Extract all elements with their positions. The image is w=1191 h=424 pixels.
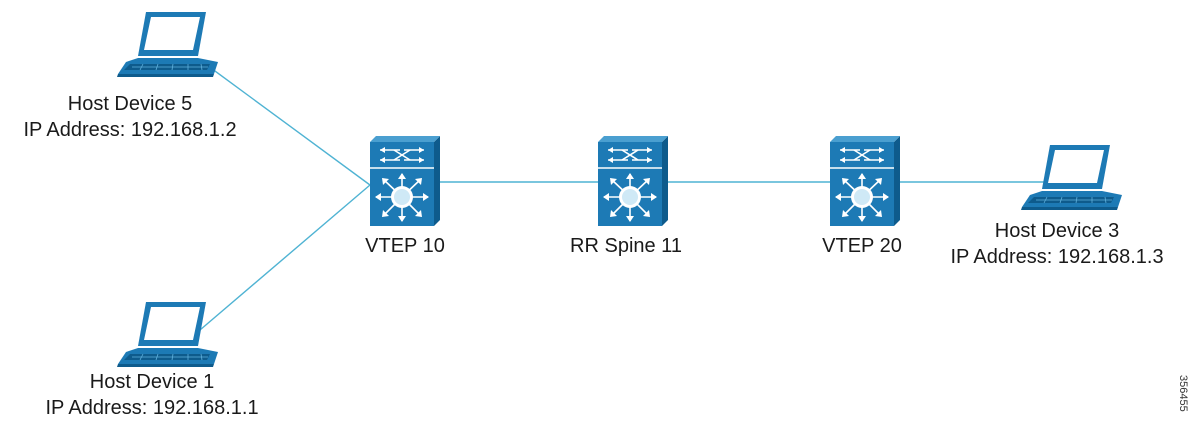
host-device-3[interactable]: Host Device 3 IP Address: 192.168.1.3 [950,144,1164,268]
switch-label: RR Spine 11 [570,235,682,257]
host-name: Host Device 3 [995,220,1120,242]
laptop-icon [116,11,219,78]
host-device-1[interactable]: Host Device 1 IP Address: 192.168.1.1 [45,301,259,419]
multilayer-switch-icon [369,135,441,227]
switch-vtep-20[interactable]: VTEP 20 [822,135,902,257]
switch-rr-spine-11[interactable]: RR Spine 11 [570,135,682,257]
host-name: Host Device 1 [90,371,215,393]
laptop-icon [116,301,219,368]
host-name: Host Device 5 [68,93,193,115]
switch-label: VTEP 10 [365,235,445,257]
figure-id: 356455 [1177,375,1189,412]
multilayer-switch-icon [829,135,901,227]
link-host5-vtep10 [199,59,371,186]
host-ip: IP Address: 192.168.1.1 [45,397,258,419]
links [199,59,1050,331]
laptop-icon [1020,144,1123,211]
link-host1-vtep10 [199,184,371,331]
host-device-5[interactable]: Host Device 5 IP Address: 192.168.1.2 [23,11,237,141]
host-ip: IP Address: 192.168.1.2 [23,119,236,141]
host-ip: IP Address: 192.168.1.3 [950,246,1163,268]
multilayer-switch-icon [597,135,669,227]
switch-vtep-10[interactable]: VTEP 10 [365,135,445,257]
switch-label: VTEP 20 [822,235,902,257]
